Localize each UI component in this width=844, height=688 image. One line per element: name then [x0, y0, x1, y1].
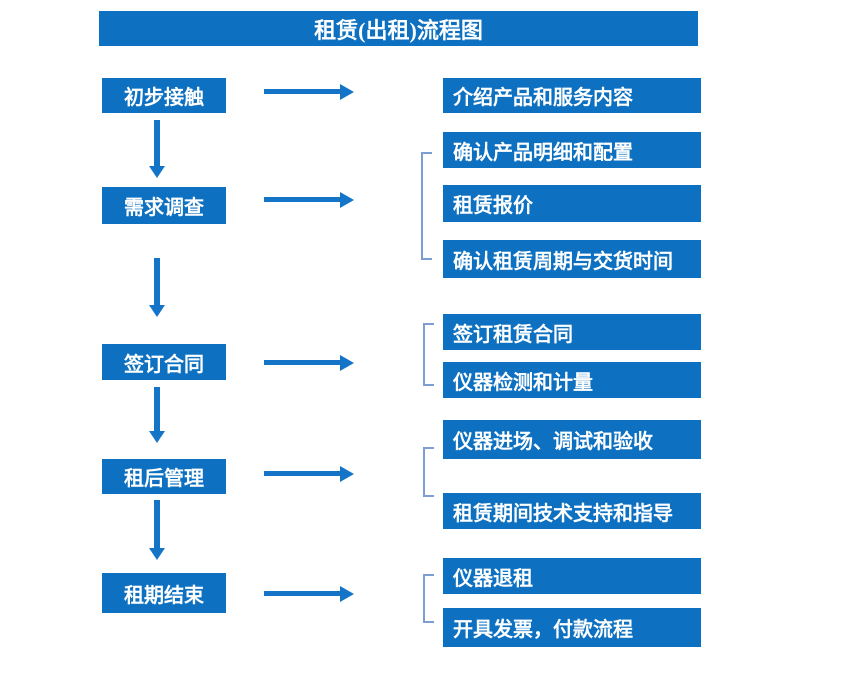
- output-node-tech-support: 租赁期间技术支持和指导: [443, 493, 701, 529]
- output-node-introduce-products: 介绍产品和服务内容: [443, 78, 701, 113]
- output-node-instrument-setup: 仪器进场、调试和验收: [443, 420, 701, 459]
- stage-node-post-rental: 租后管理: [102, 459, 226, 494]
- output-node-confirm-period: 确认租赁周期与交货时间: [443, 240, 701, 278]
- bracket-sign-contract-outputs: [423, 323, 434, 386]
- stage-node-demand-survey: 需求调查: [102, 187, 226, 224]
- arrow-stage2-to-stage3: [154, 258, 160, 305]
- arrow-post-rental-right: [264, 471, 340, 476]
- bracket-demand-survey-outputs: [421, 152, 432, 260]
- arrow-initial-contact-right: [264, 89, 340, 94]
- flowchart-title: 租赁(出租)流程图: [99, 11, 698, 46]
- output-node-invoice-payment: 开具发票，付款流程: [443, 608, 701, 647]
- output-node-confirm-details: 确认产品明细和配置: [443, 132, 701, 168]
- output-node-instrument-return: 仪器退租: [443, 558, 701, 594]
- arrow-demand-survey-right: [264, 197, 340, 202]
- arrow-stage4-to-stage5: [154, 500, 160, 548]
- stage-node-sign-contract: 签订合同: [102, 344, 226, 380]
- stage-node-rental-end: 租期结束: [102, 573, 226, 613]
- stage-node-initial-contact: 初步接触: [102, 78, 226, 113]
- output-node-sign-rental-contract: 签订租赁合同: [443, 314, 701, 350]
- output-node-instrument-testing: 仪器检测和计量: [443, 362, 701, 398]
- bracket-rental-end-outputs: [423, 574, 434, 623]
- arrow-sign-contract-right: [264, 360, 340, 365]
- output-node-rental-quote: 租赁报价: [443, 185, 701, 222]
- arrow-rental-end-right: [264, 591, 340, 596]
- bracket-post-rental-outputs: [423, 447, 434, 497]
- arrow-stage3-to-stage4: [154, 387, 160, 431]
- arrow-stage1-to-stage2: [154, 120, 160, 166]
